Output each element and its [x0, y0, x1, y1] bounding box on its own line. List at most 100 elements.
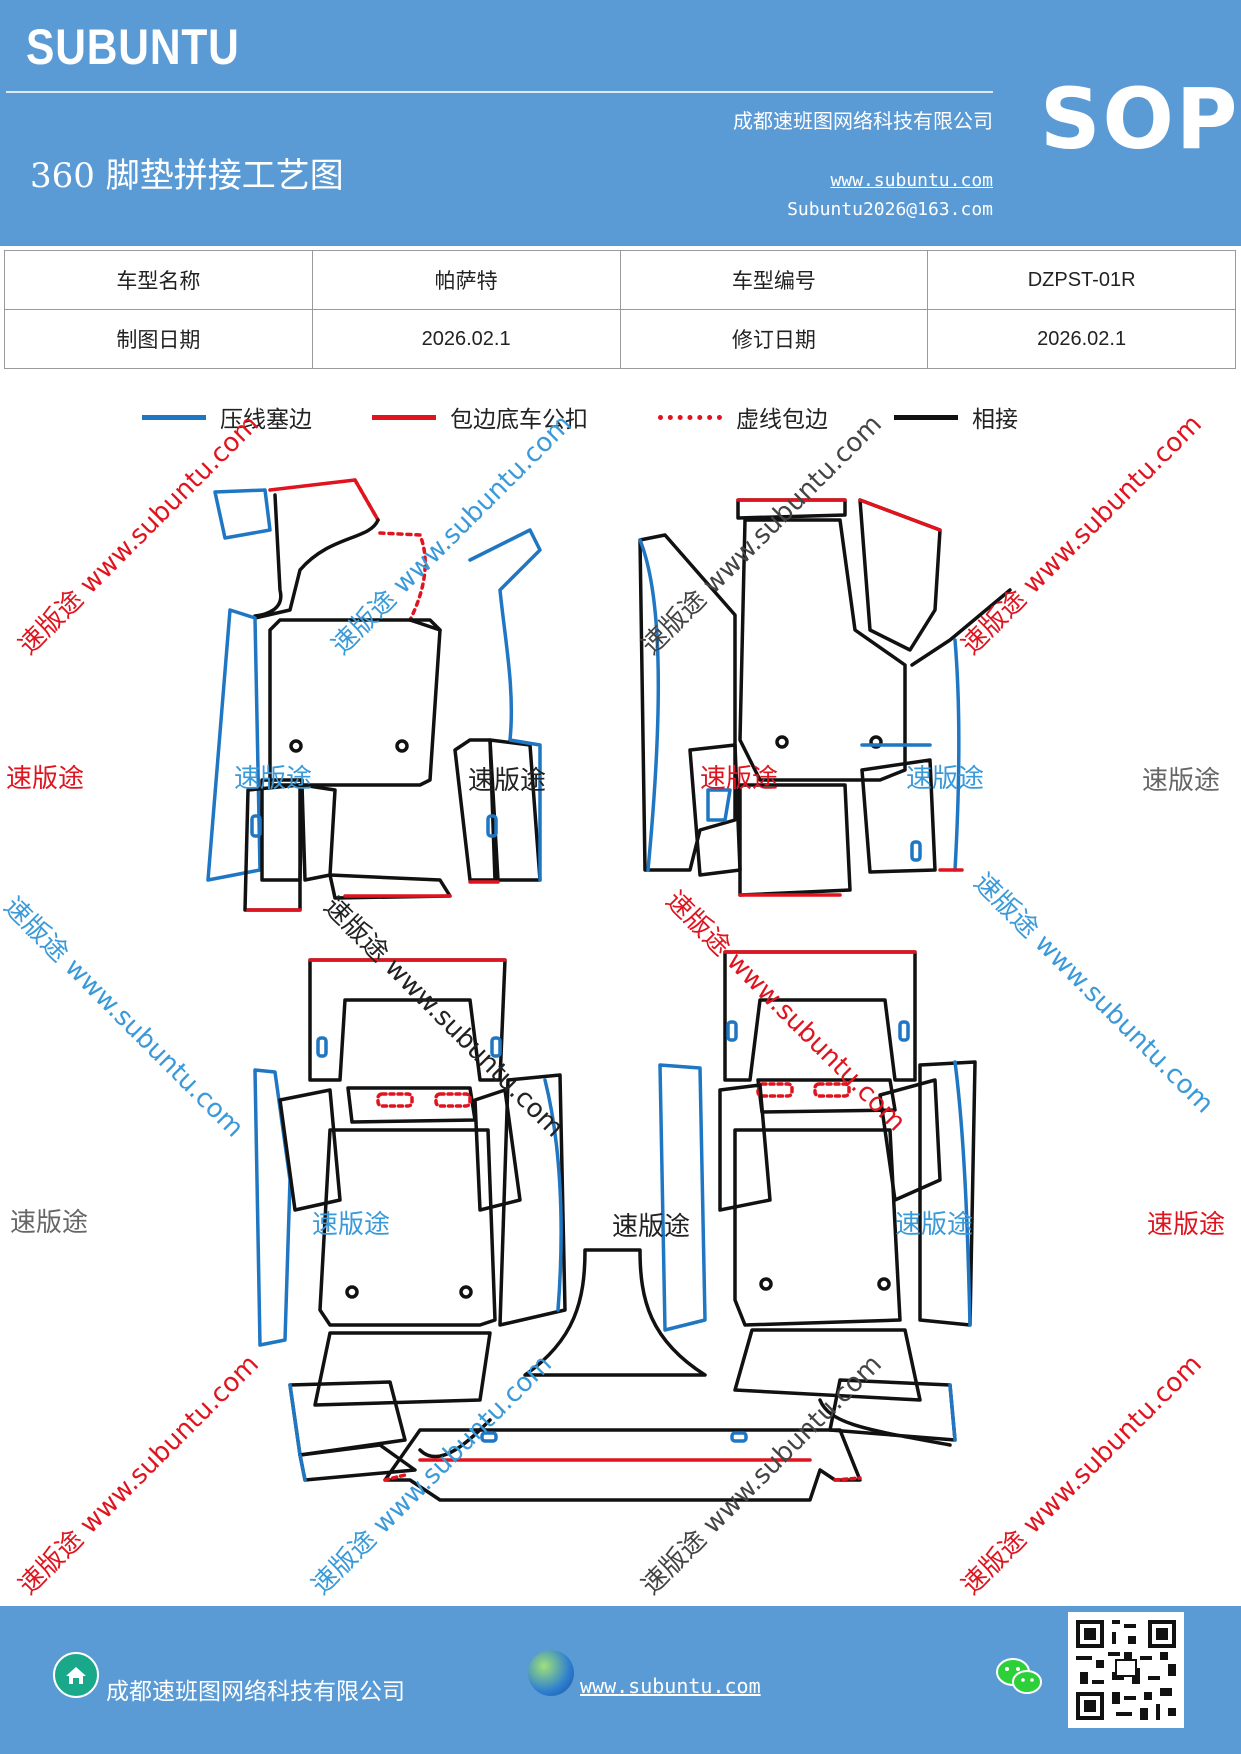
qr-code: [1068, 1612, 1184, 1728]
watermark: 速版途: [10, 1208, 89, 1238]
mat-hole: [877, 1277, 891, 1291]
rear-right-mat: [658, 950, 977, 1447]
watermark: 速版途: [234, 764, 313, 794]
mat-edge: [508, 738, 542, 882]
website-link[interactable]: www.subuntu.com: [830, 170, 993, 191]
mat-piece: [383, 1428, 862, 1502]
mat-clip: [480, 1431, 498, 1443]
company-name: 成都速班图网络科技有限公司: [733, 109, 993, 133]
home-icon: [53, 1652, 99, 1698]
mat-piece: [308, 958, 507, 1082]
mat-edge: [418, 1418, 492, 1459]
mat-piece: [318, 1128, 497, 1327]
mat-edge: [543, 1078, 563, 1312]
watermark: 速版途: [6, 764, 85, 794]
mat-piece: [523, 1248, 707, 1377]
mat-piece: [300, 783, 337, 882]
mat-hole: [869, 735, 883, 749]
header-divider: [6, 91, 993, 93]
mat-piece: [733, 1128, 902, 1327]
legend-swatch: [372, 414, 436, 420]
mat-piece: [723, 950, 917, 1082]
table-cell: 2026.02.1: [927, 309, 1236, 369]
watermark: 速版途: [700, 764, 779, 794]
center-tunnel: [383, 1248, 862, 1502]
mat-clip: [706, 788, 732, 822]
line-legend: 压线塞边 包边底车公扣 虚线包边 相接: [0, 400, 1241, 440]
mat-piece: [878, 1078, 942, 1202]
mat-piece: [738, 783, 852, 897]
mat-piece: [658, 1063, 707, 1332]
table-row: 车型名称 帕萨特 车型编号 DZPST-01R: [4, 250, 1236, 310]
email-address: Subuntu2026@163.com: [787, 199, 993, 220]
page-footer: 成都速班图网络科技有限公司 www.subuntu.com: [0, 1606, 1241, 1754]
legend-item: 相接: [894, 400, 1018, 434]
watermark: 速版途: [906, 764, 985, 794]
mat-edge: [383, 1473, 407, 1482]
mat-hole: [459, 1285, 473, 1299]
mat-edge: [833, 1476, 862, 1482]
legend-swatch: [142, 414, 206, 420]
mat-hole: [289, 739, 303, 753]
page-title: 360 脚垫拼接工艺图: [30, 156, 344, 196]
wechat-icon[interactable]: [995, 1656, 1043, 1702]
mat-edge: [378, 531, 427, 622]
legend-item: 虚线包边: [658, 400, 828, 434]
mat-edge: [910, 588, 1012, 667]
mat-clip: [486, 814, 498, 838]
mat-clip: [813, 1082, 851, 1098]
mat-piece: [498, 1073, 567, 1327]
mat-clip: [898, 1020, 910, 1042]
legend-label: 压线塞边: [220, 407, 312, 433]
mat-edge: [268, 478, 380, 522]
mat-clip: [376, 1092, 414, 1108]
legend-item: 包边底车公扣: [372, 400, 588, 434]
mat-piece: [733, 1328, 922, 1402]
mat-piece: [253, 1068, 292, 1347]
table-cell: 修订日期: [619, 309, 929, 369]
table-cell: DZPST-01R: [927, 250, 1236, 310]
mat-clip: [726, 1020, 738, 1042]
vehicle-info-table: 车型名称 帕萨特 车型编号 DZPST-01R 制图日期 2026.02.1 修…: [4, 250, 1236, 369]
watermark: 速版途: [312, 1210, 391, 1240]
legend-swatch: [658, 414, 722, 420]
table-row: 制图日期 2026.02.1 修订日期 2026.02.1: [4, 309, 1236, 369]
mat-piece: [206, 608, 262, 882]
mat-edge: [953, 638, 961, 872]
table-cell: 制图日期: [4, 309, 313, 369]
mat-clip: [730, 1431, 748, 1443]
mat-edge: [298, 1453, 307, 1482]
mat-edge: [953, 1060, 972, 1327]
mat-piece: [213, 488, 272, 540]
mat-hole: [395, 739, 409, 753]
mat-piece: [860, 758, 937, 874]
mat-edge: [638, 538, 661, 872]
mat-clip: [756, 1082, 794, 1098]
footer-company-name: 成都速班图网络科技有限公司: [106, 1679, 405, 1705]
mat-piece: [718, 1083, 772, 1212]
mat-edge: [858, 498, 942, 532]
mat-edge: [818, 1398, 952, 1447]
mat-clip: [316, 1036, 328, 1058]
mat-clip: [434, 1092, 472, 1108]
mat-piece: [473, 1088, 522, 1212]
mat-edge: [353, 478, 380, 522]
mat-hole: [759, 1277, 773, 1291]
mat-hole: [775, 735, 789, 749]
sop-badge: SOP: [1040, 70, 1240, 168]
watermark: 速版途: [612, 1212, 691, 1242]
rear-left-mat: [253, 958, 567, 1482]
table-cell: 帕萨特: [311, 250, 621, 310]
mat-piece: [278, 1088, 342, 1212]
mat-clip: [910, 840, 922, 862]
floor-mat-diagram: [206, 478, 1012, 1502]
globe-icon: [528, 1650, 574, 1696]
table-cell: 车型名称: [4, 250, 313, 310]
mat-edge: [468, 528, 542, 742]
mat-clip: [490, 1036, 502, 1058]
mat-piece: [243, 783, 302, 912]
legend-label: 相接: [972, 407, 1018, 433]
mat-piece: [858, 498, 942, 652]
mat-piece: [288, 1380, 407, 1457]
footer-website-link[interactable]: www.subuntu.com: [580, 1674, 761, 1698]
